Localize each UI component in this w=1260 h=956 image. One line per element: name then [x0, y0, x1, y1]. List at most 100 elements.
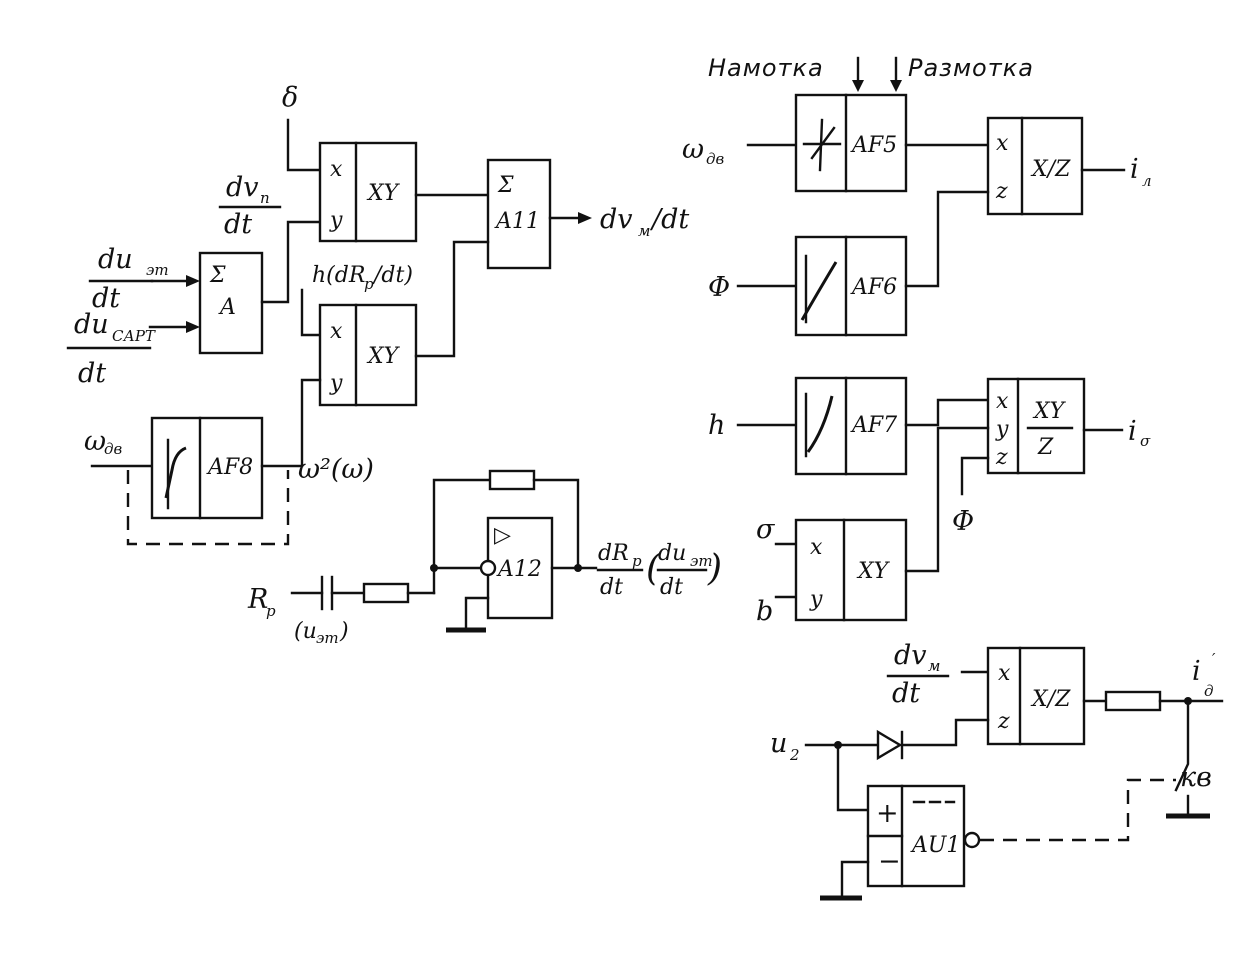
svg-text:dt: dt: [224, 209, 252, 240]
svg-text:y: y: [329, 371, 343, 396]
svg-text:Z: Z: [1037, 435, 1054, 460]
svg-text:д: д: [1204, 682, 1214, 700]
svg-text:л: л: [1142, 172, 1152, 190]
svg-text:ω: ω: [84, 426, 106, 457]
input-du-sart: du САРТ dt: [66, 309, 200, 389]
svg-text:XY: XY: [1032, 399, 1067, 424]
svg-text:2: 2: [789, 746, 800, 764]
svg-text:п: п: [260, 189, 270, 207]
output-drp-dt: dR р dt ( du эт dt ): [596, 541, 722, 600]
svg-text:САРТ: САРТ: [112, 327, 156, 345]
svg-text:X/Z: X/Z: [1030, 157, 1071, 182]
svg-text:ω: ω: [682, 134, 704, 165]
svg-text:x: x: [330, 319, 343, 344]
svg-text:dv: dv: [894, 640, 927, 671]
svg-text:дв: дв: [104, 440, 123, 458]
output-id: i ′ д: [1192, 650, 1216, 700]
au1-block: + − AU1: [866, 784, 966, 888]
input-dvm: dv м dt: [886, 640, 950, 709]
svg-text:/dt: /dt: [649, 204, 689, 235]
output-isigma: i σ: [1128, 416, 1151, 450]
svg-text:dv: dv: [226, 172, 259, 203]
svg-text:XY: XY: [856, 559, 891, 584]
af8-block: AF8: [150, 416, 264, 520]
svg-text:X/Z: X/Z: [1030, 687, 1071, 712]
svg-text:R: R: [247, 584, 268, 615]
divider-2-block: x z X/Z: [986, 646, 1086, 746]
output-dvm-dt: dv м /dt: [600, 204, 689, 240]
svg-text:z: z: [995, 445, 1008, 470]
svg-text:i: i: [1130, 154, 1139, 185]
label-winding: Намотка: [708, 54, 824, 82]
svg-text:x: x: [996, 131, 1009, 156]
svg-text:м: м: [928, 657, 940, 675]
svg-text:y: y: [329, 208, 343, 233]
svg-text:эт: эт: [146, 261, 169, 279]
input-omega-left: ω дв: [84, 426, 123, 458]
svg-text:(: (: [646, 548, 661, 589]
svg-text:u: u: [770, 728, 787, 759]
svg-text:′: ′: [1212, 650, 1216, 668]
input-phi-1: Φ: [708, 272, 730, 303]
svg-text:du: du: [658, 541, 686, 566]
amplifier-a12-block: ▷ A12: [486, 516, 554, 620]
svg-text:dt: dt: [92, 283, 120, 314]
af7-block: AF7: [794, 376, 908, 476]
svg-text:i: i: [1192, 656, 1201, 687]
input-phi-2: Φ: [952, 506, 974, 537]
svg-text:dR: dR: [598, 541, 629, 566]
svg-text:x: x: [996, 389, 1009, 414]
svg-text:A11: A11: [494, 209, 540, 234]
svg-text:AF7: AF7: [850, 413, 897, 438]
svg-text:z: z: [995, 179, 1008, 204]
svg-text:du: du: [98, 244, 133, 275]
output-il: i л: [1130, 154, 1152, 190]
svg-text:/dt): /dt): [372, 263, 413, 288]
input-u2: u 2: [770, 728, 800, 764]
svg-text:р: р: [632, 552, 642, 570]
svg-text:σ: σ: [1140, 432, 1151, 450]
svg-text:AF6: AF6: [850, 275, 897, 300]
svg-text:dt: dt: [892, 678, 920, 709]
input-omega-right: ω дв: [682, 134, 725, 168]
svg-text:dt: dt: [660, 575, 683, 600]
svg-text:эт: эт: [316, 629, 339, 647]
svg-text:XY: XY: [366, 181, 401, 206]
svg-text:): ): [707, 548, 722, 589]
svg-text:Σ: Σ: [497, 173, 514, 198]
input-du-et: du эт dt: [88, 244, 200, 314]
input-rp: R р: [247, 584, 276, 620]
svg-text:y: y: [995, 417, 1009, 442]
svg-text:AU1: AU1: [910, 833, 960, 858]
multiplier-1-block: x y XY: [318, 141, 418, 243]
summator-a-sigma: Σ: [209, 263, 226, 288]
label-kv: кв: [1180, 762, 1212, 793]
signal-omega-squared: ω²(ω): [298, 454, 374, 485]
svg-text:XY: XY: [366, 344, 401, 369]
svg-text:м: м: [638, 222, 650, 240]
svg-text:эт: эт: [690, 552, 713, 570]
svg-text:x: x: [998, 661, 1011, 686]
divider-1-block: x z X/Z: [986, 116, 1084, 216]
af5-block: AF5: [794, 93, 908, 193]
svg-text:р: р: [364, 275, 374, 293]
svg-text:(u: (u: [294, 619, 317, 644]
svg-text:dv: dv: [600, 204, 633, 235]
svg-text:р: р: [266, 602, 276, 620]
svg-text:y: y: [809, 587, 823, 612]
svg-text:h(dR: h(dR: [312, 263, 365, 288]
svg-text:A12: A12: [496, 557, 542, 582]
summator-a-label: A: [218, 295, 236, 320]
svg-text:дв: дв: [706, 150, 725, 168]
svg-text:AF8: AF8: [206, 455, 253, 480]
input-sigma: σ: [756, 514, 776, 545]
input-h: h: [708, 410, 725, 441]
svg-text:AF5: AF5: [850, 133, 897, 158]
multiplier-3-block: x y XY: [794, 518, 908, 622]
svg-text:dt: dt: [600, 575, 623, 600]
signal-h-drp: h(dR р /dt): [312, 263, 413, 293]
svg-text:z: z: [997, 709, 1010, 734]
svg-text:+: +: [876, 798, 899, 829]
svg-text:): ): [339, 619, 349, 644]
